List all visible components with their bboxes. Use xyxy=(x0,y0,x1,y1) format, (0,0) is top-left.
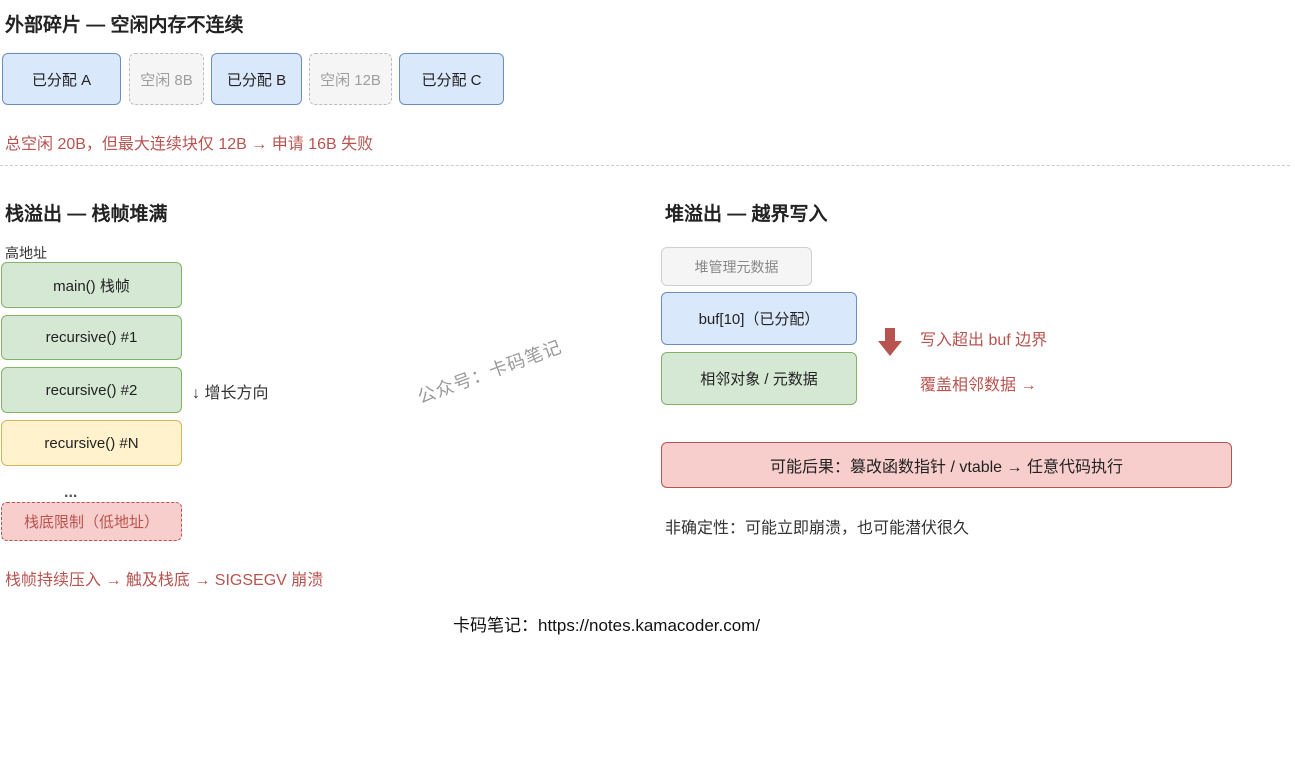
stack-limit-box: 栈底限制（低地址） xyxy=(1,502,182,541)
block-free-8b: 空闲 8B xyxy=(129,53,204,105)
overflow-arrow-down-icon xyxy=(878,328,902,356)
growth-direction-label: ↓ 增长方向 xyxy=(192,385,269,402)
heap-overwrite-note: 覆盖相邻数据 → xyxy=(920,377,1037,394)
block-allocated-c: 已分配 C xyxy=(399,53,504,105)
stack-overflow-title: 栈溢出 — 栈帧堆满 xyxy=(5,204,168,225)
heap-consequence-box: 可能后果：篡改函数指针 / vtable → 任意代码执行 xyxy=(661,442,1232,488)
high-address-label: 高地址 xyxy=(5,245,47,261)
fragmentation-note: 总空闲 20B，但最大连续块仅 12B → 申请 16B 失败 xyxy=(5,136,374,153)
heap-adjacent-box: 相邻对象 / 元数据 xyxy=(661,352,857,405)
stack-frame-recursive-n: recursive() #N xyxy=(1,420,182,466)
fragmentation-title: 外部碎片 — 空闲内存不连续 xyxy=(5,15,244,36)
stack-frame-recursive-2: recursive() #2 xyxy=(1,367,182,413)
block-free-12b: 空闲 12B xyxy=(309,53,392,105)
section-divider xyxy=(0,165,1290,166)
stack-ellipsis: ... xyxy=(64,484,78,501)
watermark: 公众号：卡码笔记 xyxy=(414,336,565,408)
heap-buffer-box: buf[10]（已分配） xyxy=(661,292,857,345)
heap-metadata-box: 堆管理元数据 xyxy=(661,247,812,286)
stack-frame-recursive-1: recursive() #1 xyxy=(1,315,182,360)
block-allocated-a: 已分配 A xyxy=(2,53,121,105)
footer-link[interactable]: 卡码笔记：https://notes.kamacoder.com/ xyxy=(453,616,761,635)
heap-write-note: 写入超出 buf 边界 xyxy=(920,332,1048,349)
heap-nondeterminism-note: 非确定性：可能立即崩溃，也可能潜伏很久 xyxy=(665,520,970,537)
block-allocated-b: 已分配 B xyxy=(211,53,302,105)
heap-overflow-title: 堆溢出 — 越界写入 xyxy=(665,204,828,225)
stack-frame-main: main() 栈帧 xyxy=(1,262,182,308)
stack-overflow-note: 栈帧持续压入 → 触及栈底 → SIGSEGV 崩溃 xyxy=(5,572,324,589)
